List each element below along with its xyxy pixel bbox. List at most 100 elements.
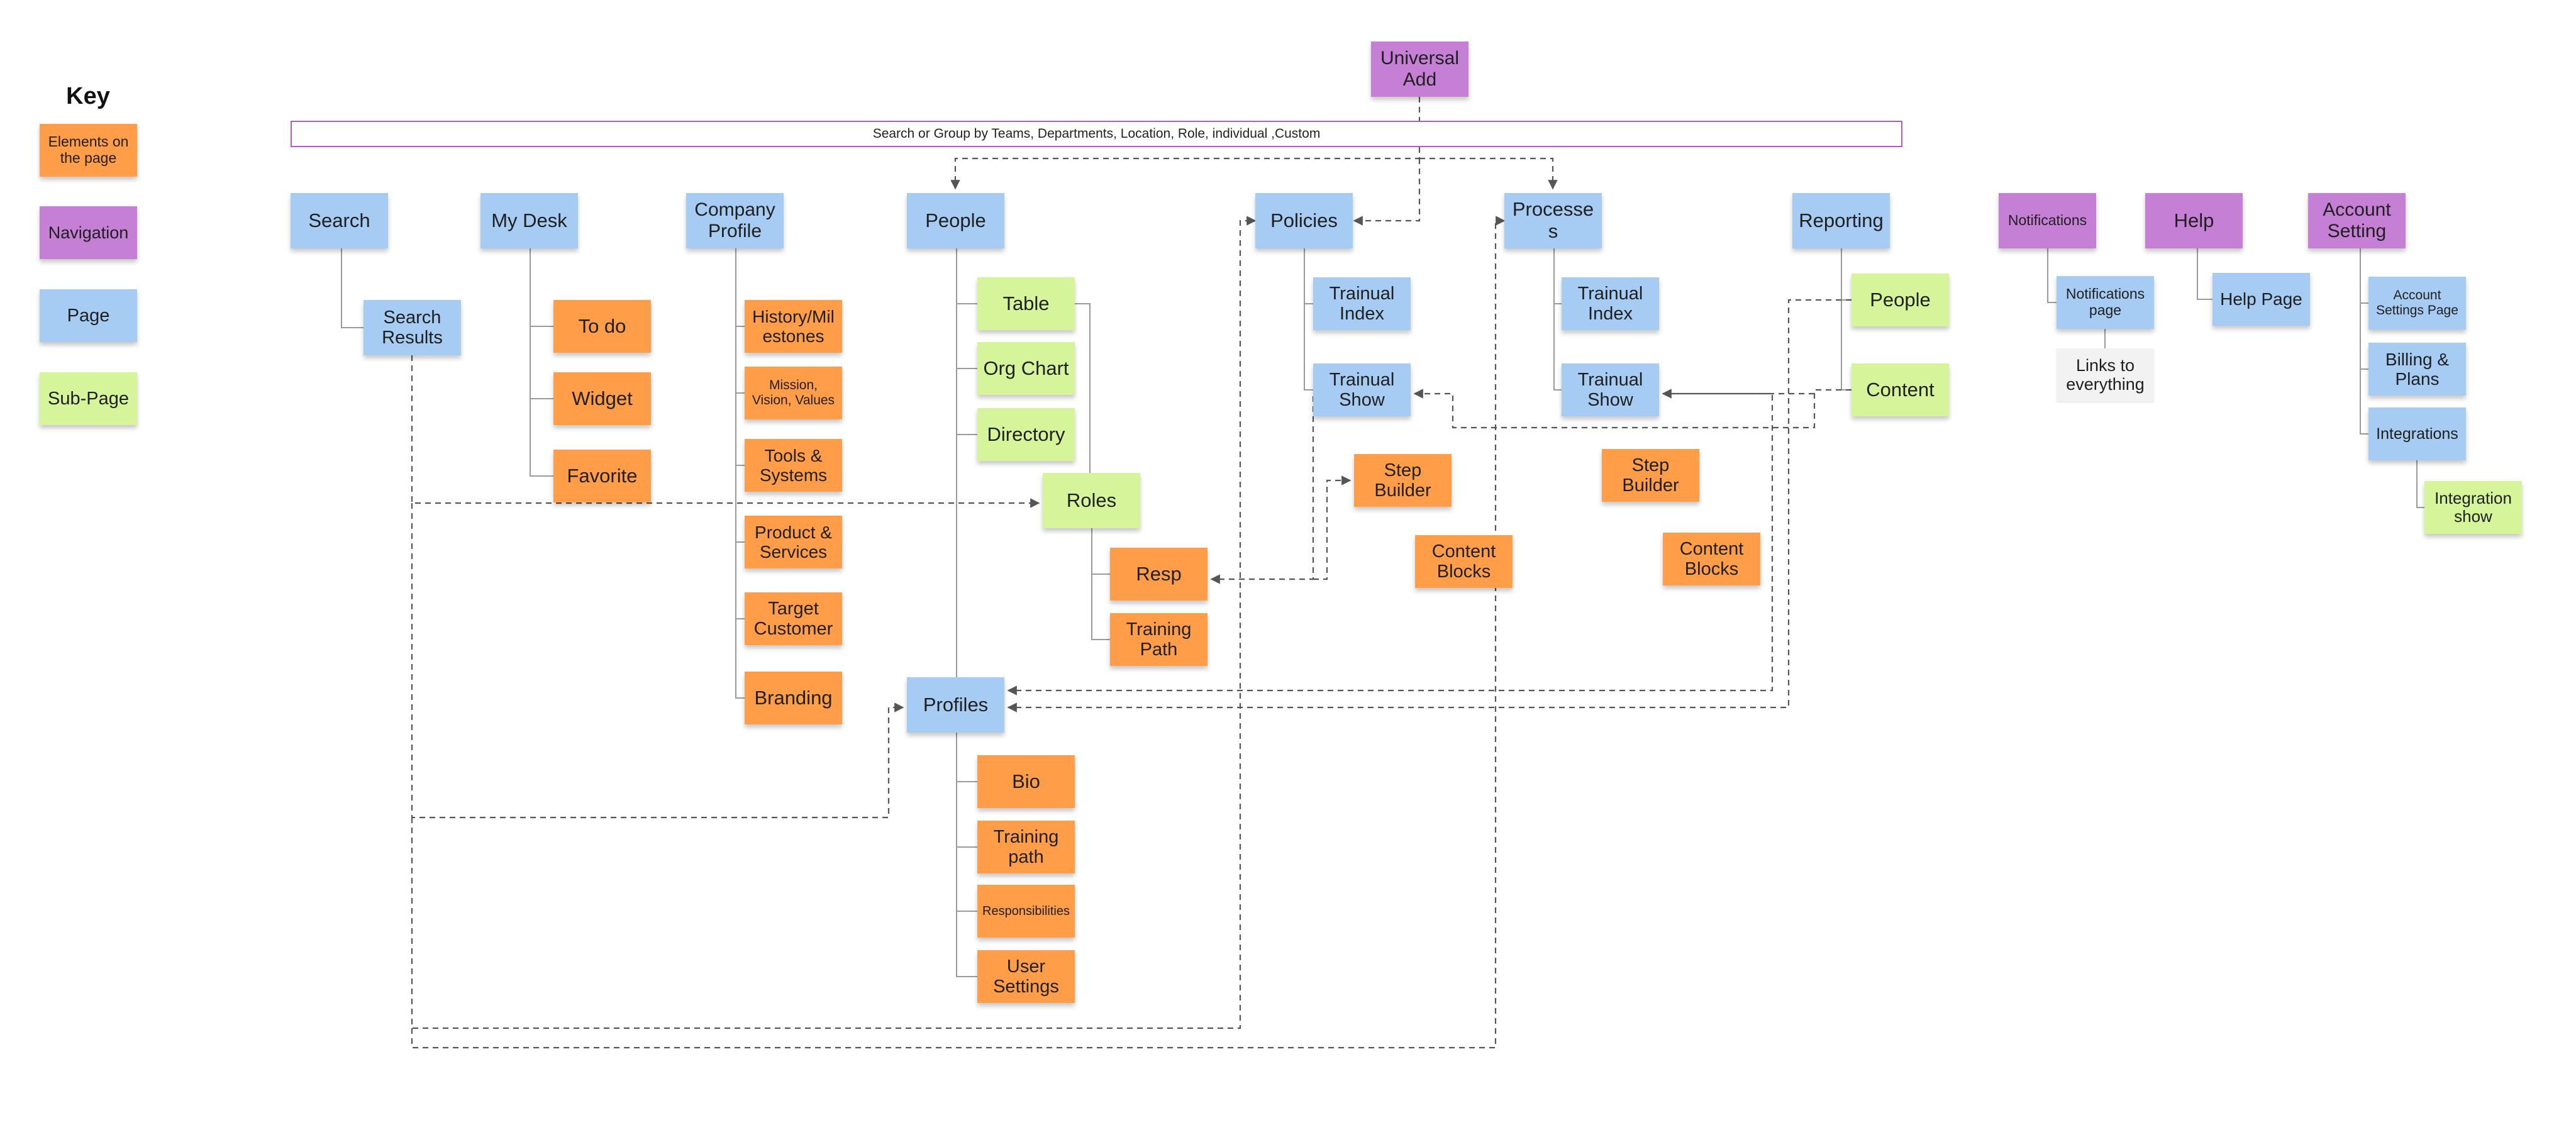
node-proc-content-blocks[interactable]: Content Blocks bbox=[1663, 533, 1760, 585]
edge-company-profile-to-product bbox=[735, 465, 745, 543]
node-notifications-page[interactable]: Notifications page bbox=[2057, 276, 2154, 329]
node-pol-step-builder[interactable]: Step Builder bbox=[1354, 454, 1452, 507]
node-rep-content[interactable]: Content bbox=[1852, 363, 1949, 416]
node-todo[interactable]: To do bbox=[553, 300, 651, 353]
node-target[interactable]: Target Customer bbox=[745, 592, 842, 645]
node-reporting[interactable]: Reporting bbox=[1792, 193, 1890, 248]
edge-people-to-org-chart bbox=[956, 304, 977, 369]
node-history[interactable]: History/Milestones bbox=[745, 300, 842, 353]
node-resp-label: Resp bbox=[1136, 562, 1182, 585]
node-responsibilities[interactable]: Responsibilities bbox=[977, 885, 1075, 938]
search-group-bar[interactable]: Search or Group by Teams, Departments, L… bbox=[291, 121, 1902, 147]
node-links-to-everything[interactable]: Links to everything bbox=[2057, 348, 2154, 401]
node-tools[interactable]: Tools & Systems bbox=[745, 439, 842, 492]
node-proc-step-builder-label: Step Builder bbox=[1622, 455, 1679, 496]
edge-my-desk-to-todo bbox=[530, 248, 553, 327]
node-billing-plans[interactable]: Billing & Plans bbox=[2368, 343, 2466, 396]
node-training-path-roles[interactable]: Training Path bbox=[1110, 613, 1208, 666]
node-search[interactable]: Search bbox=[291, 193, 388, 248]
node-widget[interactable]: Widget bbox=[553, 372, 651, 425]
node-pol-trainual-show[interactable]: Trainual Show bbox=[1313, 363, 1411, 416]
edge-universal-add-to-policies bbox=[1353, 158, 1421, 226]
node-account-setting-label: Account Setting bbox=[2323, 199, 2391, 241]
node-training-path-profiles-label: Training path bbox=[993, 826, 1059, 867]
node-notifications-label: Notifications bbox=[2007, 212, 2087, 229]
key-page: Page bbox=[40, 289, 137, 342]
node-pol-trainual-show-label: Trainual Show bbox=[1329, 369, 1395, 410]
node-processes[interactable]: Processes bbox=[1504, 193, 1602, 248]
node-pol-step-builder-label: Step Builder bbox=[1374, 460, 1431, 501]
edge-profiles-to-responsibilities bbox=[956, 847, 977, 912]
key-title: Key bbox=[66, 83, 110, 109]
node-links-to-everything-label: Links to everything bbox=[2066, 355, 2145, 394]
search-group-bar-label: Search or Group by Teams, Departments, L… bbox=[872, 126, 1321, 141]
node-proc-trainual-show[interactable]: Trainual Show bbox=[1562, 363, 1659, 416]
node-pol-trainual-index[interactable]: Trainual Index bbox=[1313, 277, 1411, 330]
edge-profiles-to-training-path-profiles bbox=[956, 782, 977, 848]
node-help-page[interactable]: Help Page bbox=[2212, 273, 2310, 326]
key-elements-label: Elements on the page bbox=[48, 133, 129, 166]
node-processes-label: Processes bbox=[1512, 198, 1594, 242]
node-notifications-page-label: Notifications page bbox=[2065, 285, 2145, 318]
node-pol-content-blocks-label: Content Blocks bbox=[1431, 541, 1496, 582]
node-bio[interactable]: Bio bbox=[977, 755, 1075, 808]
node-proc-trainual-show-label: Trainual Show bbox=[1577, 369, 1643, 410]
node-target-label: Target Customer bbox=[753, 598, 833, 639]
node-integration-show-label: Integration show bbox=[2434, 488, 2512, 526]
node-help-label: Help bbox=[2174, 209, 2214, 231]
node-notifications[interactable]: Notifications bbox=[1999, 193, 2096, 248]
key-navigation-label: Navigation bbox=[48, 223, 129, 242]
node-policies[interactable]: Policies bbox=[1255, 193, 1353, 248]
node-pol-trainual-index-label: Trainual Index bbox=[1329, 283, 1395, 324]
edge-company-profile-to-tools bbox=[735, 393, 745, 466]
node-proc-trainual-index[interactable]: Trainual Index bbox=[1562, 277, 1659, 330]
node-rep-people[interactable]: People bbox=[1852, 274, 1949, 326]
node-user-settings[interactable]: User Settings bbox=[977, 950, 1075, 1003]
node-help[interactable]: Help bbox=[2145, 193, 2243, 248]
node-proc-step-builder[interactable]: Step Builder bbox=[1602, 449, 1699, 502]
node-search-results[interactable]: Search Results bbox=[364, 300, 461, 355]
node-resp[interactable]: Resp bbox=[1110, 548, 1208, 601]
node-training-path-profiles[interactable]: Training path bbox=[977, 821, 1075, 873]
node-my-desk[interactable]: My Desk bbox=[480, 193, 578, 248]
node-account-setting[interactable]: Account Setting bbox=[2308, 193, 2406, 248]
node-user-settings-label: User Settings bbox=[993, 956, 1059, 997]
node-universal-add-label: Universal Add bbox=[1380, 48, 1460, 90]
node-table[interactable]: Table bbox=[977, 277, 1075, 330]
edge-universal-add-to-processes bbox=[1419, 157, 1558, 190]
edge-table-to-roles bbox=[1075, 303, 1091, 473]
edge-company-profile-to-branding bbox=[735, 619, 745, 699]
node-roles[interactable]: Roles bbox=[1043, 473, 1140, 528]
edge-account-setting-to-integrations bbox=[2360, 369, 2368, 435]
node-account-settings-page[interactable]: Account Settings Page bbox=[2368, 277, 2466, 330]
node-bio-label: Bio bbox=[1012, 770, 1040, 792]
edge-reporting-to-rep-content bbox=[1841, 300, 1852, 391]
node-roles-label: Roles bbox=[1066, 489, 1117, 511]
node-universal-add[interactable]: Universal Add bbox=[1371, 42, 1468, 97]
node-profiles[interactable]: Profiles bbox=[907, 677, 1004, 733]
node-rep-content-label: Content bbox=[1866, 378, 1935, 401]
node-branding[interactable]: Branding bbox=[745, 672, 842, 724]
node-directory[interactable]: Directory bbox=[977, 408, 1075, 461]
node-people[interactable]: People bbox=[907, 193, 1004, 248]
node-mission-label: Mission, Vision, Values bbox=[752, 378, 835, 407]
edge-search-results-to-roles bbox=[411, 355, 1040, 508]
key-navigation: Navigation bbox=[40, 206, 137, 259]
node-mission[interactable]: Mission, Vision, Values bbox=[745, 367, 842, 419]
node-company-profile-label: Company Profile bbox=[694, 199, 775, 241]
node-rep-people-label: People bbox=[1870, 288, 1931, 311]
node-pol-content-blocks[interactable]: Content Blocks bbox=[1415, 535, 1513, 588]
node-product[interactable]: Product & Services bbox=[745, 516, 842, 568]
node-company-profile[interactable]: Company Profile bbox=[686, 193, 784, 248]
edge-roles-to-training-path-roles bbox=[1091, 574, 1110, 640]
node-integration-show[interactable]: Integration show bbox=[2424, 481, 2522, 534]
node-integrations[interactable]: Integrations bbox=[2368, 407, 2466, 460]
edge-processes-to-proc-trainual-show bbox=[1553, 304, 1562, 391]
node-favorite[interactable]: Favorite bbox=[553, 450, 651, 502]
node-branding-label: Branding bbox=[754, 686, 833, 709]
node-org-chart-label: Org Chart bbox=[983, 357, 1069, 379]
edge-account-setting-to-account-settings-page bbox=[2360, 248, 2368, 304]
node-org-chart[interactable]: Org Chart bbox=[977, 342, 1075, 395]
key-subpage-label: Sub-Page bbox=[48, 388, 129, 409]
